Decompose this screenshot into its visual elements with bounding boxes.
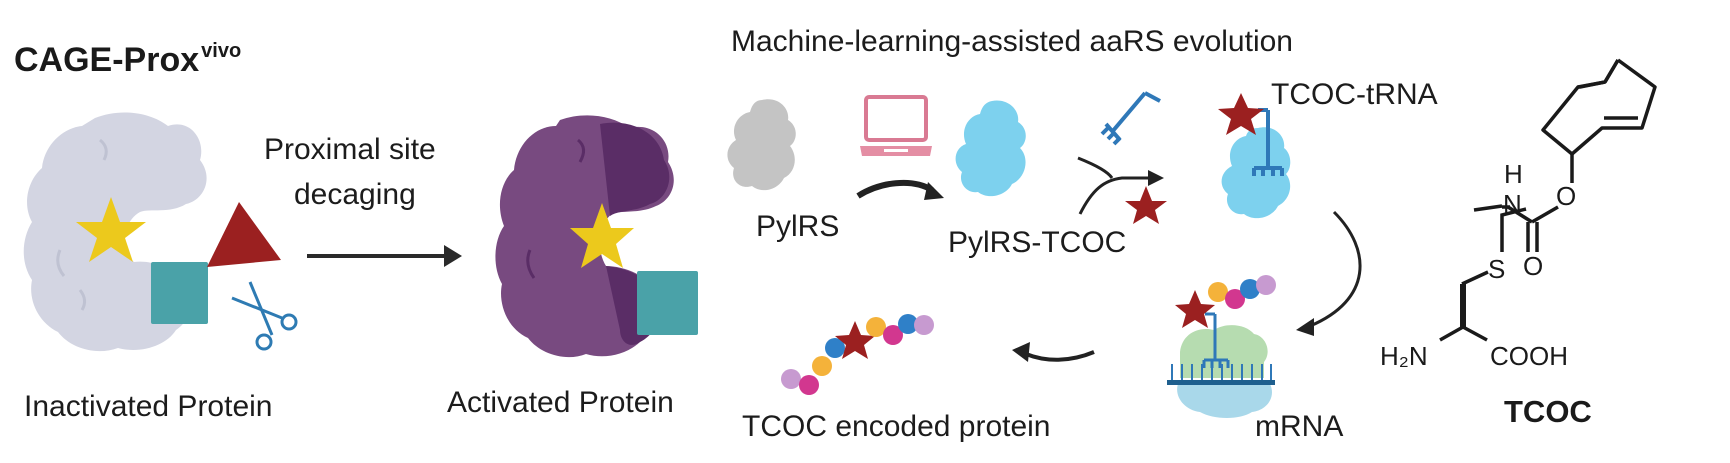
to-ribosome-arrow-icon <box>1296 210 1362 336</box>
evolution-title: Machine-learning-assisted aaRS evolution <box>731 25 1293 58</box>
figure-title-main: CAGE-Prox <box>14 41 200 79</box>
release-arrow-icon <box>1012 342 1095 362</box>
cage-triangle-icon <box>207 202 281 267</box>
activated-protein-label: Activated Protein <box>447 386 674 419</box>
decaging-arrow-icon <box>307 245 462 267</box>
tcoc-atom-labels: O O H N S H₂N COOH TCOC <box>1380 159 1592 429</box>
pylrs-tcoc-cloud-icon <box>955 100 1026 197</box>
tcoc-encoded-protein-label: TCOC encoded protein <box>742 410 1051 443</box>
active-site-star-icon <box>76 197 146 262</box>
encoded-protein-chain-icon <box>781 314 934 395</box>
inactivated-protein-label: Inactivated Protein <box>24 390 273 423</box>
tcoc-trna-label: TCOC-tRNA <box>1271 78 1438 111</box>
tcoc-structure-bonds <box>1439 207 1527 342</box>
teal-square-icon <box>151 262 208 324</box>
mrna-label: mRNA <box>1255 410 1344 443</box>
charged-tcoc-star-icon <box>1218 93 1264 135</box>
step-label-line1: Proximal site <box>264 133 436 166</box>
figure-title-superscript: vivo <box>201 40 242 62</box>
scissors-icon <box>231 281 298 351</box>
pylrs-tcoc-label: PylRS-TCOC <box>948 226 1127 259</box>
nascent-peptide-icon <box>1175 275 1276 328</box>
tcoc-star-icon <box>1125 186 1167 224</box>
activated-star-icon <box>570 203 634 268</box>
pylrs-label: PylRS <box>756 210 840 243</box>
mrna-strand <box>1167 380 1275 385</box>
atom-h: H <box>1504 159 1523 189</box>
pylrs-cloud-icon <box>727 99 796 191</box>
laptop-icon <box>860 95 932 156</box>
atom-o-ether: O <box>1556 181 1576 211</box>
ribosome-icon <box>1167 312 1275 418</box>
trna-icon <box>1100 91 1161 146</box>
atom-h2n: H₂N <box>1380 341 1428 371</box>
evolve-arrow-icon <box>856 179 944 200</box>
tcoc-structure-name: TCOC <box>1504 394 1592 429</box>
atom-o-carbonyl: O <box>1523 251 1543 281</box>
tcoc-structure <box>1473 58 1657 252</box>
atom-n: N <box>1503 189 1522 219</box>
step-label-line2: decaging <box>294 178 416 211</box>
merge-arrow-icon <box>1077 156 1164 215</box>
activated-teal-square-icon <box>637 271 698 335</box>
atom-s: S <box>1488 254 1505 284</box>
atom-cooh: COOH <box>1490 341 1568 371</box>
charged-trna-icon <box>1252 108 1284 176</box>
